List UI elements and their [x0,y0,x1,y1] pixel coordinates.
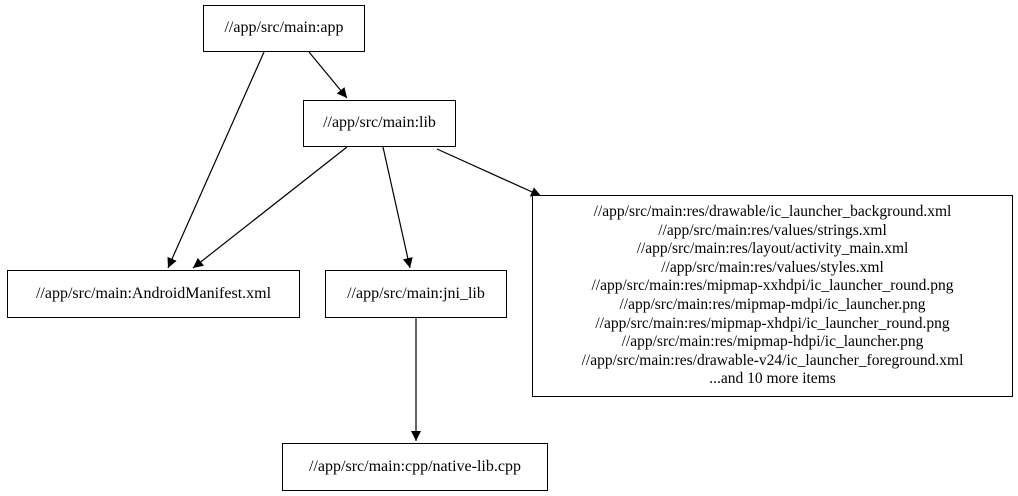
res-file-entry: //app/src/main:res/drawable-v24/ic_launc… [581,351,964,369]
res-file-entry: //app/src/main:res/mipmap-hdpi/ic_launch… [621,333,924,351]
edge-app-to-manifest [167,51,265,269]
node-android-manifest-label: //app/src/main:AndroidManifest.xml [35,284,272,302]
node-native-lib-cpp-label: //app/src/main:cpp/native-lib.cpp [309,457,521,475]
res-file-entry: //app/src/main:res/mipmap-mdpi/ic_launch… [619,296,926,313]
node-app: //app/src/main:app [203,5,365,52]
edge-app-to-lib [308,51,348,99]
res-file-entry: //app/src/main:res/values/styles.xml [661,258,884,276]
edge-lib-to-manifest [192,146,348,269]
node-jni-lib: //app/src/main:jni_lib [325,270,507,318]
node-lib: //app/src/main:lib [303,100,456,147]
node-app-label: //app/src/main:app [224,19,344,37]
res-file-entry: //app/src/main:res/values/strings.xml [658,221,887,239]
node-lib-label: //app/src/main:lib [323,114,436,132]
res-more-items-note: ...and 10 more items [709,370,836,388]
res-file-entry: //app/src/main:res/mipmap-xxhdpi/ic_laun… [591,277,954,295]
node-res-file-group: //app/src/main:res/drawable/ic_launcher_… [532,195,1013,397]
edge-lib-to-jni-lib [382,146,413,269]
edge-lib-to-res [436,148,542,197]
node-jni-lib-label: //app/src/main:jni_lib [347,284,485,302]
res-file-entry: //app/src/main:res/layout/activity_main.… [636,240,909,258]
node-native-lib-cpp: //app/src/main:cpp/native-lib.cpp [282,443,548,491]
node-android-manifest: //app/src/main:AndroidManifest.xml [7,270,300,318]
res-file-entry: //app/src/main:res/drawable/ic_launcher_… [593,203,952,221]
res-file-entry: //app/src/main:res/mipmap-xhdpi/ic_launc… [595,314,950,332]
